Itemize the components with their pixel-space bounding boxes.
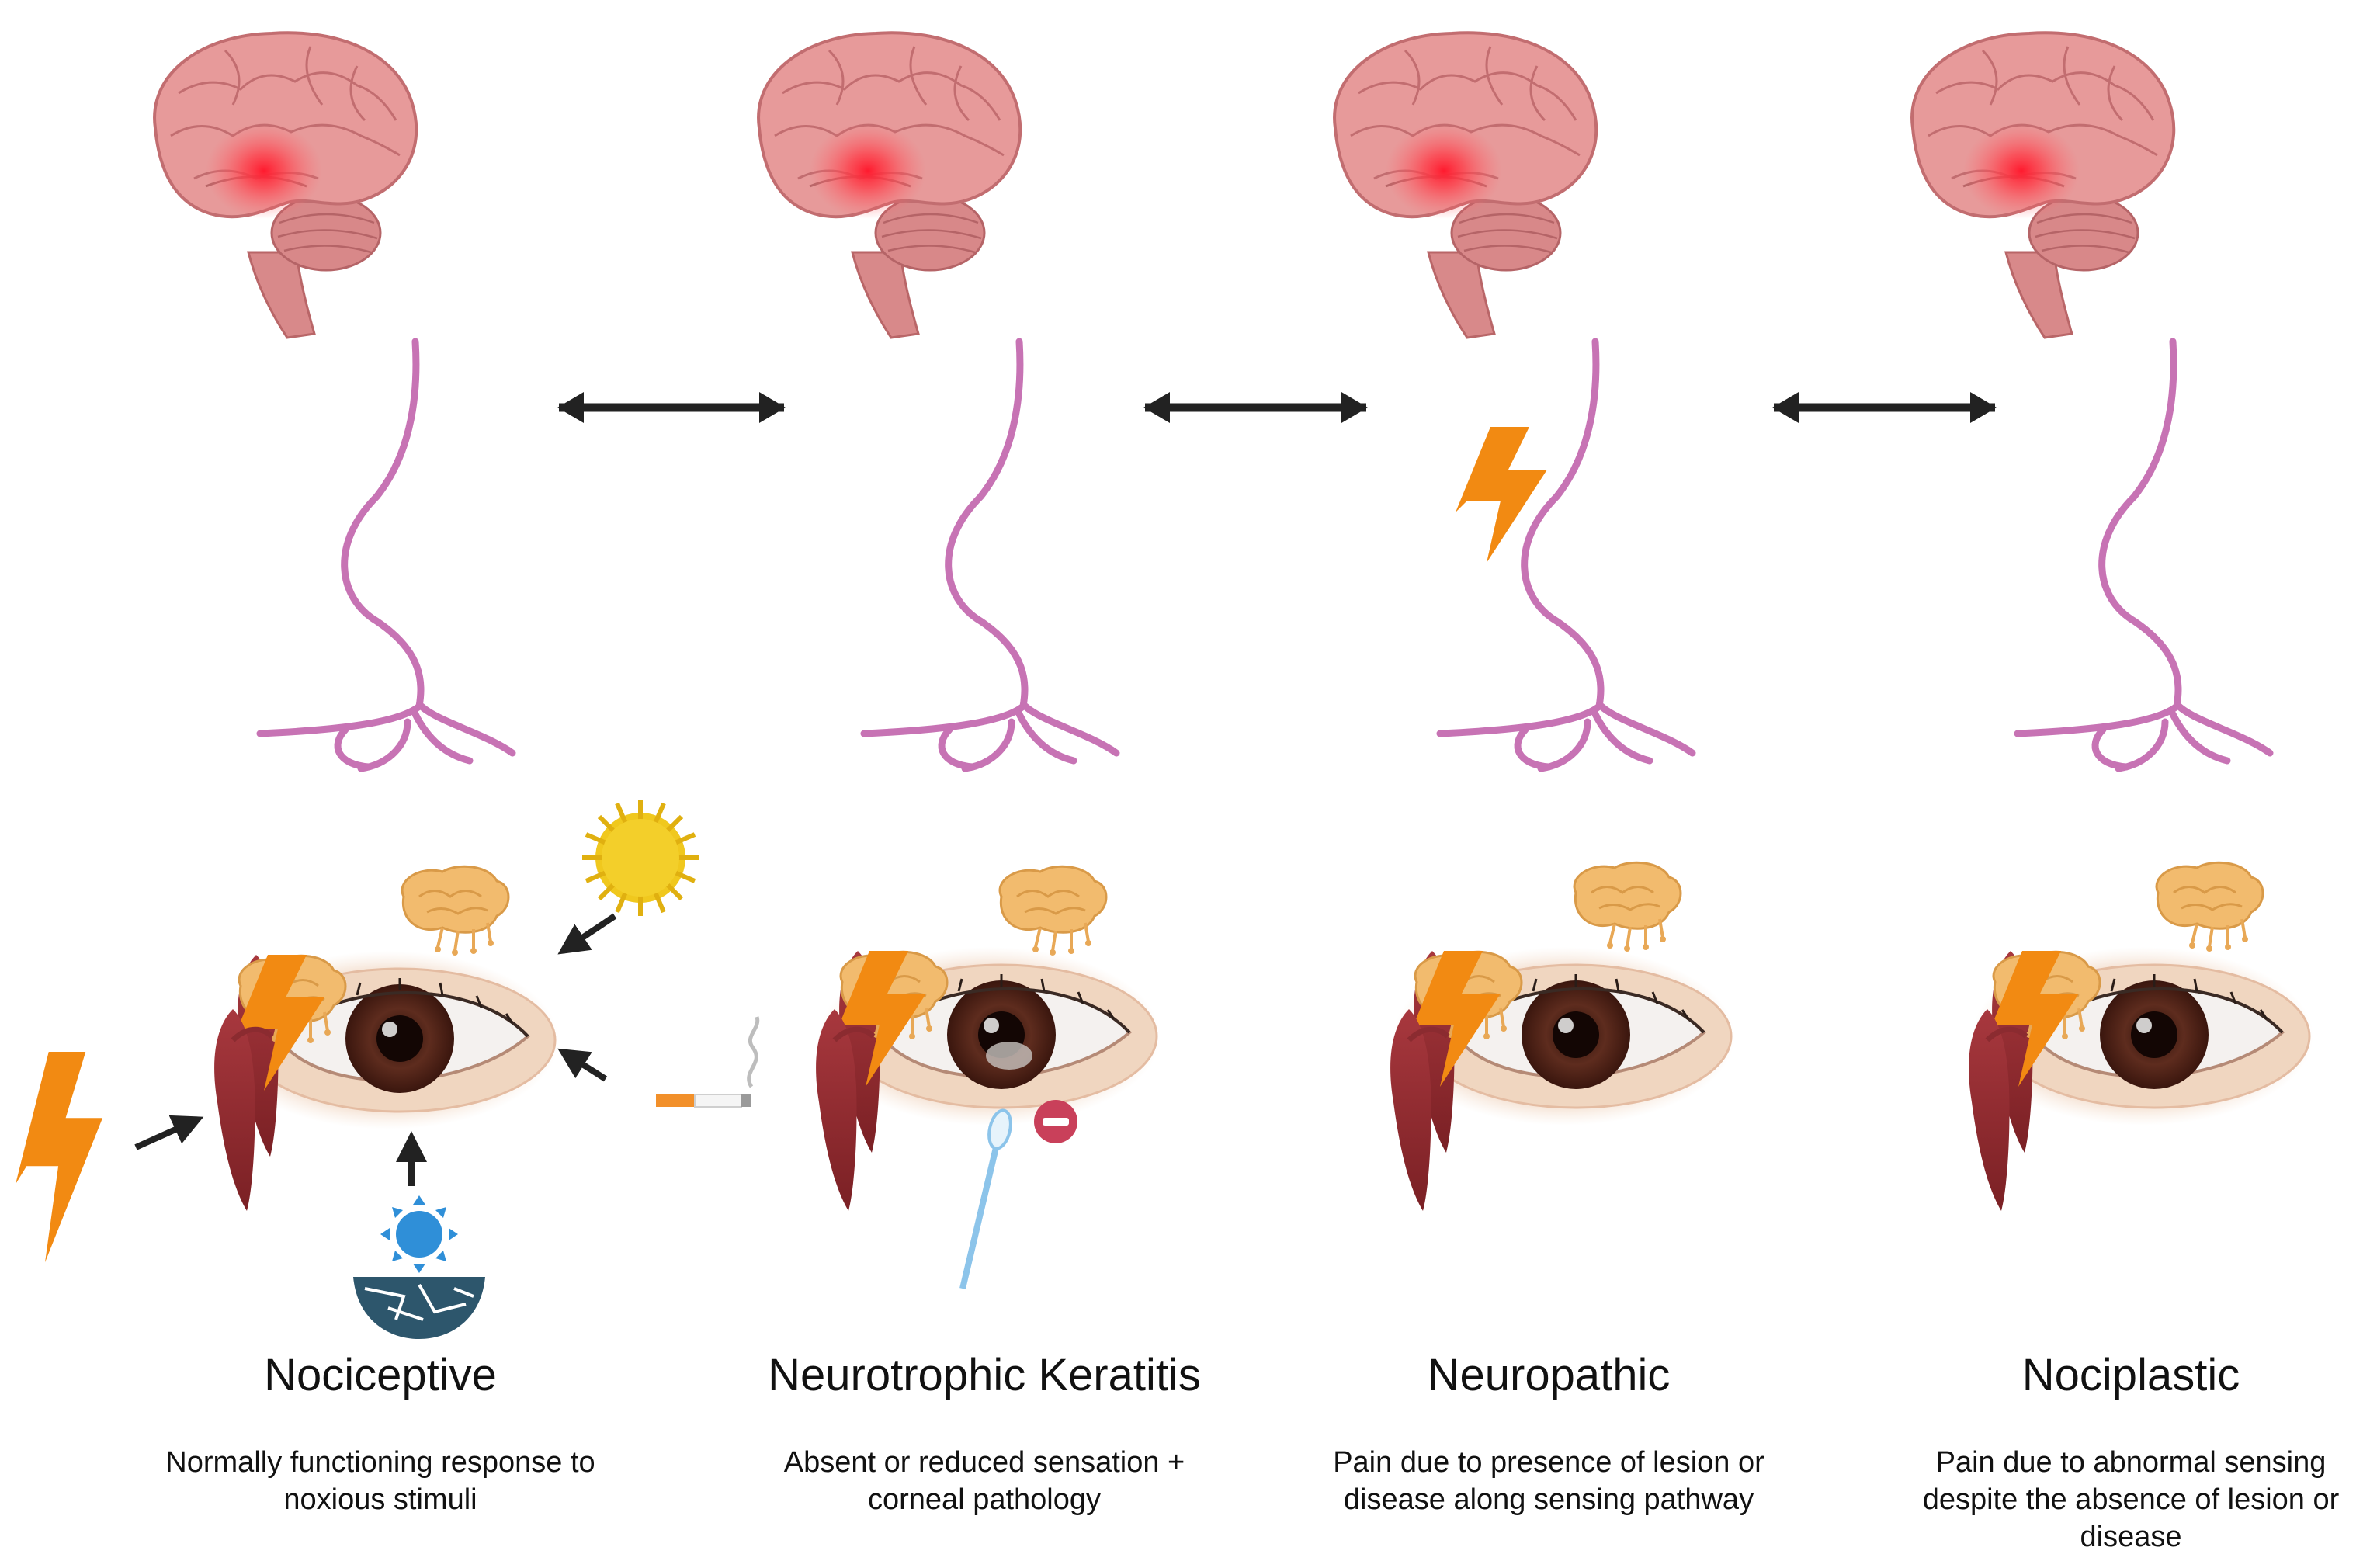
cotton-swab-icon	[959, 1108, 1012, 1289]
description-line: Absent or reduced sensation +	[783, 1446, 1185, 1479]
lacrimal-gland-1	[401, 865, 510, 957]
column-description-nociceptive: Normally functioning response to noxious…	[132, 1444, 629, 1518]
arrow-pollen	[557, 913, 617, 955]
column-description-nociplastic: Pain due to abnormal sensing despite the…	[1882, 1444, 2370, 1556]
arrow-cigarette	[557, 1048, 608, 1082]
minus-icon	[1034, 1100, 1077, 1143]
description-line: Pain due to presence of lesion or	[1333, 1446, 1764, 1479]
description-line: Normally functioning response to	[165, 1446, 595, 1479]
column-title-nociplastic: Nociplastic	[2021, 1350, 2240, 1400]
double-arrow-1	[557, 392, 786, 423]
brain-2	[757, 31, 1022, 340]
double-arrow-2	[1143, 392, 1368, 423]
eye-1	[217, 951, 559, 1157]
eye-4	[1972, 947, 2313, 1153]
description-line: despite the absence of lesion or	[1922, 1483, 2340, 1516]
column-description-neuropathic: Pain due to presence of lesion or diseas…	[1300, 1444, 1797, 1518]
lacrimal-gland-2	[998, 865, 1108, 957]
brain-1	[153, 31, 418, 340]
nerve-4	[2018, 342, 2270, 768]
description-line: disease	[2080, 1521, 2182, 1553]
sun-over-cracked-ground-icon	[353, 1195, 485, 1339]
eye-3	[1393, 947, 1735, 1153]
nerve-1	[260, 342, 512, 768]
lacrimal-gland-4	[2155, 861, 2264, 953]
column-description-neurotrophic-keratitis: Absent or reduced sensation + corneal pa…	[736, 1444, 1233, 1518]
column-title-neuropathic: Neuropathic	[1427, 1350, 1671, 1400]
corneal-opacity	[986, 1042, 1032, 1070]
description-line: Pain due to abnormal sensing	[1935, 1446, 2327, 1479]
lesion-bolt-icon	[1456, 427, 1547, 563]
double-arrow-3	[1772, 392, 1997, 423]
lightning-bolt-icon	[16, 1052, 103, 1263]
brain-4	[1910, 31, 2176, 340]
arrow-bolt	[134, 1115, 204, 1150]
nerve-2	[864, 342, 1116, 768]
brain-3	[1333, 31, 1598, 340]
description-line: disease along sensing pathway	[1343, 1483, 1754, 1516]
pollen-icon	[582, 800, 699, 916]
column-title-nociceptive: Nociceptive	[264, 1350, 497, 1400]
cigarette-icon	[656, 1016, 760, 1108]
description-line: noxious stimuli	[283, 1483, 477, 1516]
description-line: corneal pathology	[868, 1483, 1101, 1516]
column-title-neurotrophic-keratitis: Neurotrophic Keratitis	[768, 1350, 1201, 1400]
lacrimal-gland-3	[1573, 861, 1682, 953]
nerve-3	[1440, 342, 1692, 768]
